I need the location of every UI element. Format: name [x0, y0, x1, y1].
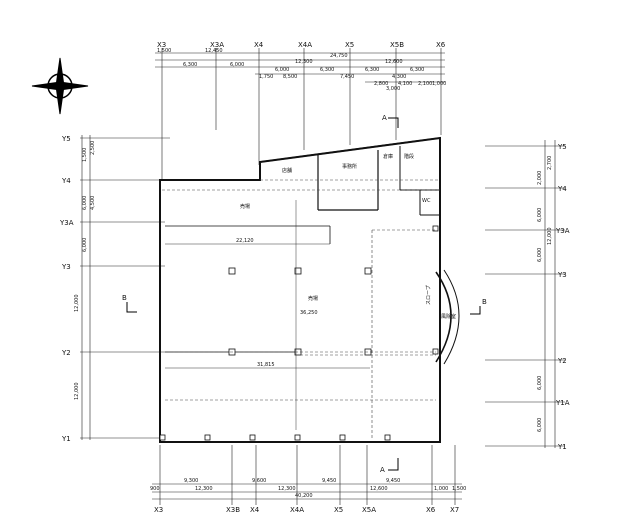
dim-bottom-total: 40,200: [295, 493, 313, 499]
dim-left: 12,000: [74, 383, 80, 401]
dim-right: 6,000: [537, 418, 543, 432]
dim-bottom-edge: 1,500: [452, 486, 466, 492]
dim-top-row2: 6,000: [230, 62, 244, 68]
dim-top-row1: 12,600: [385, 59, 403, 65]
axis-left-label: Y4: [61, 177, 71, 185]
north-arrow-icon: [31, 57, 89, 115]
axis-top-label: X4A: [298, 41, 312, 49]
dim-bottom-row1: 9,450: [322, 478, 336, 484]
axis-left-label: Y5: [61, 135, 71, 143]
axis-top-label: X3: [157, 41, 166, 49]
dim-top-row1: 12,450: [205, 48, 223, 54]
section-mark-left: B: [122, 294, 127, 302]
axis-right-label: Y3: [557, 271, 567, 279]
section-mark-right: B: [482, 298, 487, 306]
dim-left: 6,000: [82, 238, 88, 252]
axis-right-label: Y5: [557, 143, 567, 151]
dim-bottom-row1: 9,600: [252, 478, 266, 484]
axis-right-label: Y1A: [555, 399, 570, 407]
dim-left: 4,500: [90, 196, 96, 210]
dim-bottom-row1: 9,450: [386, 478, 400, 484]
room-label-stair: 階段: [404, 153, 414, 160]
dim-bottom-row2: 12,300: [278, 486, 296, 492]
axis-top-label: X5: [345, 41, 354, 49]
axis-right-label: Y3A: [555, 227, 570, 235]
room-label-office: 事務所: [342, 163, 357, 170]
dim-top-row4: 1,000: [432, 81, 446, 87]
dim-top-row3: 4,300: [392, 74, 406, 80]
dim-top-row2: 6,300: [320, 67, 334, 73]
axis-bottom-label: X4: [250, 506, 260, 514]
dim-left: 6,000: [82, 196, 88, 210]
axis-left-label: Y1: [61, 435, 71, 443]
axis-bottom-label: X3: [154, 506, 163, 514]
dim-top-row4: 4,100: [398, 81, 412, 87]
dim-top-row3: 1,750: [259, 74, 273, 80]
dim-right: 2,700: [547, 156, 553, 170]
dim-right: 12,000: [547, 228, 553, 246]
axis-left-label: Y2: [61, 349, 71, 357]
dim-top-row1: 12,300: [295, 59, 313, 65]
dim-left: 2,500: [90, 141, 96, 155]
room-label-entrance: 風除室: [441, 313, 456, 320]
dim-bottom-row1: 9,300: [184, 478, 198, 484]
room-label-hall-upper: 売場: [240, 203, 250, 210]
room-label-storage: 倉庫: [383, 153, 393, 160]
dim-total-top: 24,750: [330, 53, 348, 59]
dim-right: 6,000: [537, 248, 543, 262]
axis-bottom-label: X6: [426, 506, 436, 514]
axis-left-label: Y3A: [59, 219, 74, 227]
dim-right: 2,000: [537, 171, 543, 185]
dim-top-row3: 8,500: [283, 74, 297, 80]
dim-top-row4: 2,800: [374, 81, 388, 87]
dim-right: 6,000: [537, 376, 543, 390]
axis-bottom-label: X5: [334, 506, 343, 514]
room-label-ramp: スロープ: [426, 285, 432, 305]
dim-top-row2: 6,300: [365, 67, 379, 73]
axis-top-label: X5B: [390, 41, 404, 49]
axis-left-label: Y3: [61, 263, 71, 271]
room-label-wc: WC: [422, 198, 431, 204]
axis-right-label: Y2: [557, 357, 567, 365]
dim-top-row4: 3,000: [386, 86, 400, 92]
axis-bottom-label: X7: [450, 506, 459, 514]
axis-bottom-label: X5A: [362, 506, 376, 514]
dim-bottom-edge: 1,000: [434, 486, 448, 492]
dim-top-row4: 2,100: [418, 81, 432, 87]
section-mark-top: A: [382, 114, 387, 122]
room-label-hall-main: 売場: [308, 295, 318, 302]
dim-top-row2: 6,300: [183, 62, 197, 68]
dim-top-row2: 6,300: [410, 67, 424, 73]
axis-top-label: X4: [254, 41, 264, 49]
dim-bottom-row2: 12,300: [195, 486, 213, 492]
axis-top-label: X3A: [210, 41, 224, 49]
axis-right-label: Y1: [557, 443, 567, 451]
interior-dim-width-upper: 22,120: [236, 238, 254, 244]
dim-bottom-row2: 12,600: [370, 486, 388, 492]
axis-top-label: X6: [436, 41, 446, 49]
section-mark-bottom: A: [380, 466, 385, 474]
dim-right: 6,000: [537, 208, 543, 222]
dim-top-row2: 6,000: [275, 67, 289, 73]
interior-dim-width-lower: 31,815: [257, 362, 275, 368]
dim-bottom-edge: 900: [150, 486, 160, 492]
interior-dim-length: 36,250: [300, 310, 318, 316]
axis-right-label: Y4: [557, 185, 567, 193]
room-label-shop: 店舗: [282, 167, 292, 174]
dim-top-row3: 7,450: [340, 74, 354, 80]
axis-bottom-label: X3B: [226, 506, 240, 514]
dim-top-row1: 1,500: [157, 48, 171, 54]
dim-left: 1,500: [82, 148, 88, 162]
axis-bottom-label: X4A: [290, 506, 304, 514]
dim-left: 12,000: [74, 295, 80, 313]
